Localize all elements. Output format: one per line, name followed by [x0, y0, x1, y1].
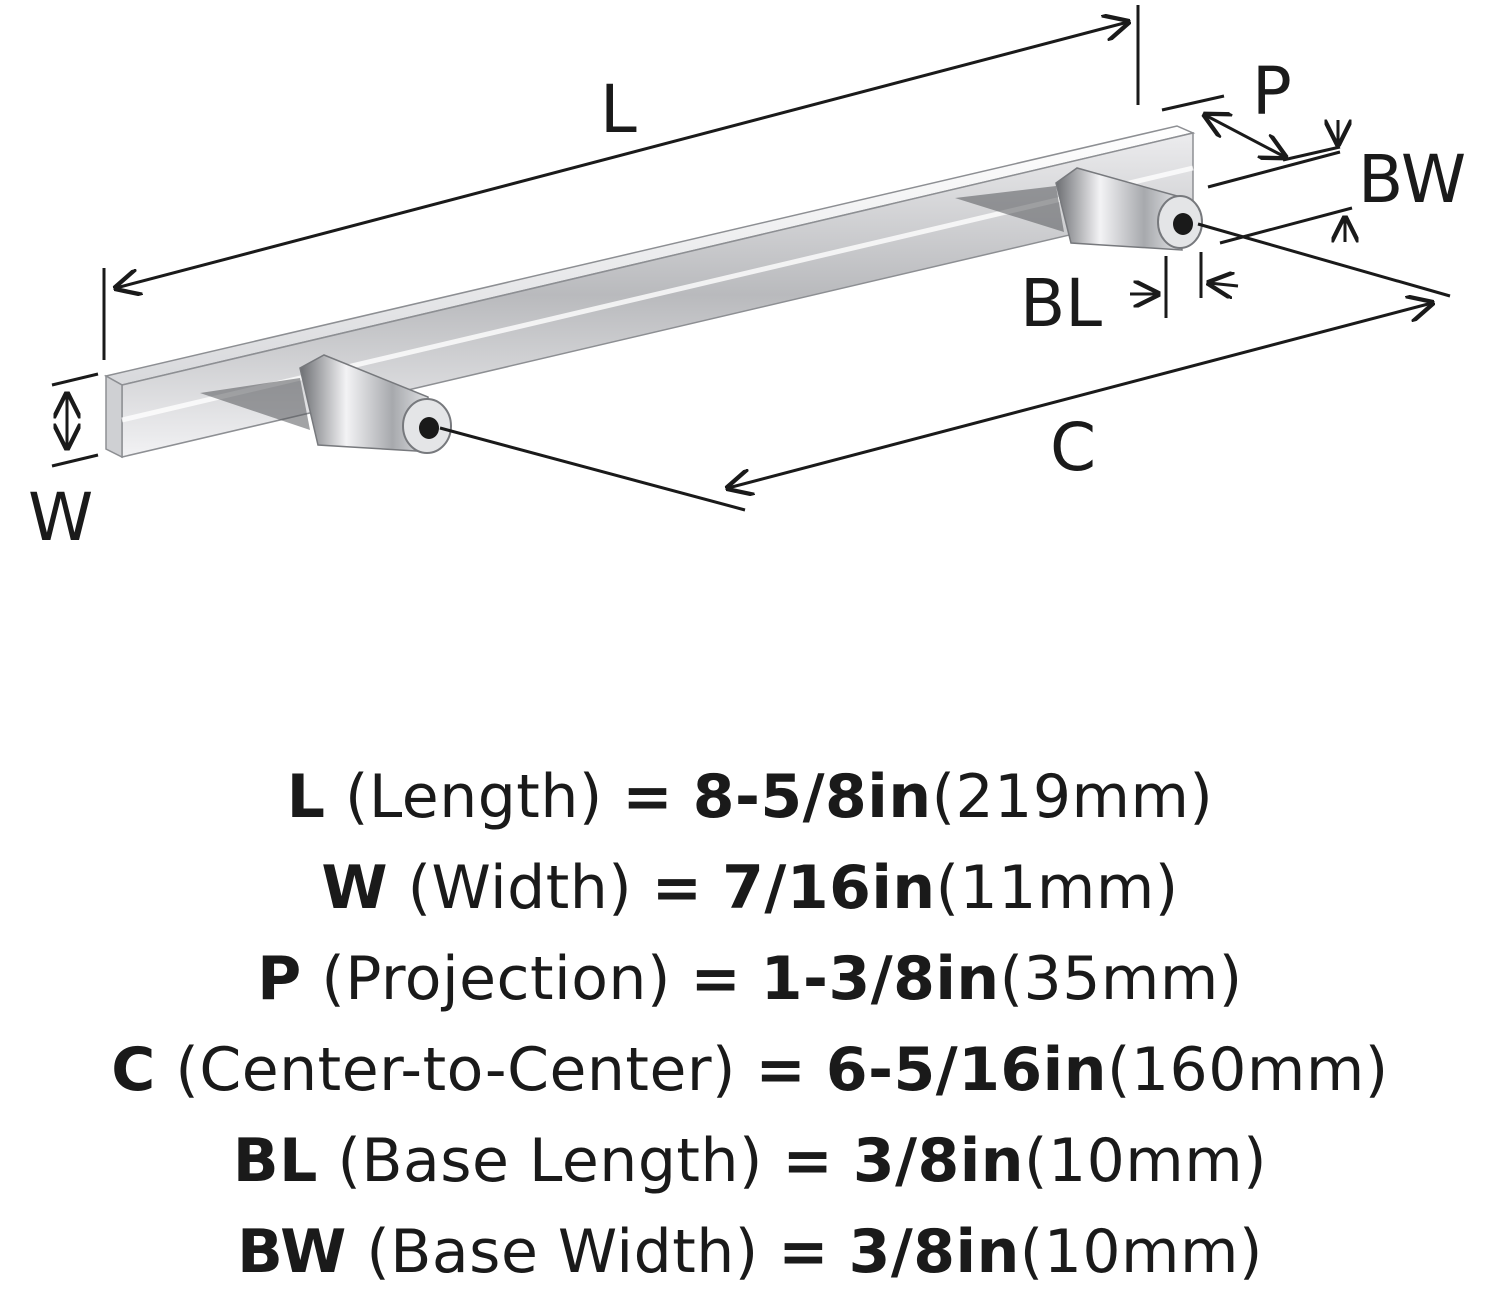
spec-metric: (219mm) — [931, 762, 1214, 832]
spec-imperial: 3/8in — [852, 1126, 1025, 1196]
label-c: C — [1050, 409, 1096, 486]
spec-code: C — [111, 1035, 156, 1105]
spec-name: (Base Width) — [366, 1217, 759, 1287]
spec-imperial: 3/8in — [848, 1217, 1020, 1287]
spec-equals: = — [690, 944, 742, 1014]
spec-equals: = — [782, 1126, 834, 1196]
spec-name: (Length) — [345, 762, 603, 832]
label-p: P — [1252, 53, 1292, 130]
left-post — [200, 354, 452, 454]
spec-code: L — [286, 762, 326, 832]
spec-name: (Base Length) — [337, 1126, 763, 1196]
spec-name: (Center-to-Center) — [175, 1035, 736, 1105]
spec-name: (Projection) — [321, 944, 671, 1014]
label-w: W — [28, 479, 93, 556]
spec-imperial: 8-5/8in — [692, 762, 932, 832]
spec-equals: = — [651, 853, 703, 923]
spec-base-width: BW (Base Width) = 3/8in(10mm) — [0, 1207, 1500, 1298]
spec-equals: = — [755, 1035, 807, 1105]
spec-metric: (35mm) — [999, 944, 1243, 1014]
label-l: L — [600, 71, 637, 148]
spec-code: BL — [232, 1126, 318, 1196]
spec-center-to-center: C (Center-to-Center) = 6-5/16in(160mm) — [0, 1025, 1500, 1116]
spec-code: BW — [237, 1217, 347, 1287]
spec-imperial: 6-5/16in — [825, 1035, 1107, 1105]
spec-metric: (10mm) — [1019, 1217, 1263, 1287]
spec-code: W — [321, 853, 388, 923]
spec-code: P — [257, 944, 302, 1014]
label-bw: BW — [1358, 141, 1466, 218]
spec-equals: = — [622, 762, 674, 832]
spec-equals: = — [778, 1217, 830, 1287]
spec-projection: P (Projection) = 1-3/8in(35mm) — [0, 934, 1500, 1025]
label-bl: BL — [1020, 265, 1102, 342]
spec-name: (Width) — [407, 853, 633, 923]
dimension-specs: L (Length) = 8-5/8in(219mm) W (Width) = … — [0, 752, 1500, 1298]
handle-dimension-diagram: L P BW BL W C — [28, 5, 1466, 556]
spec-base-length: BL (Base Length) = 3/8in(10mm) — [0, 1116, 1500, 1207]
spec-metric: (10mm) — [1024, 1126, 1268, 1196]
spec-imperial: 1-3/8in — [760, 944, 1000, 1014]
spec-length: L (Length) = 8-5/8in(219mm) — [0, 752, 1500, 843]
dimension-lines — [51, 5, 1451, 512]
spec-metric: (160mm) — [1106, 1035, 1389, 1105]
spec-metric: (11mm) — [935, 853, 1179, 923]
spec-width: W (Width) = 7/16in(11mm) — [0, 843, 1500, 934]
spec-imperial: 7/16in — [722, 853, 936, 923]
